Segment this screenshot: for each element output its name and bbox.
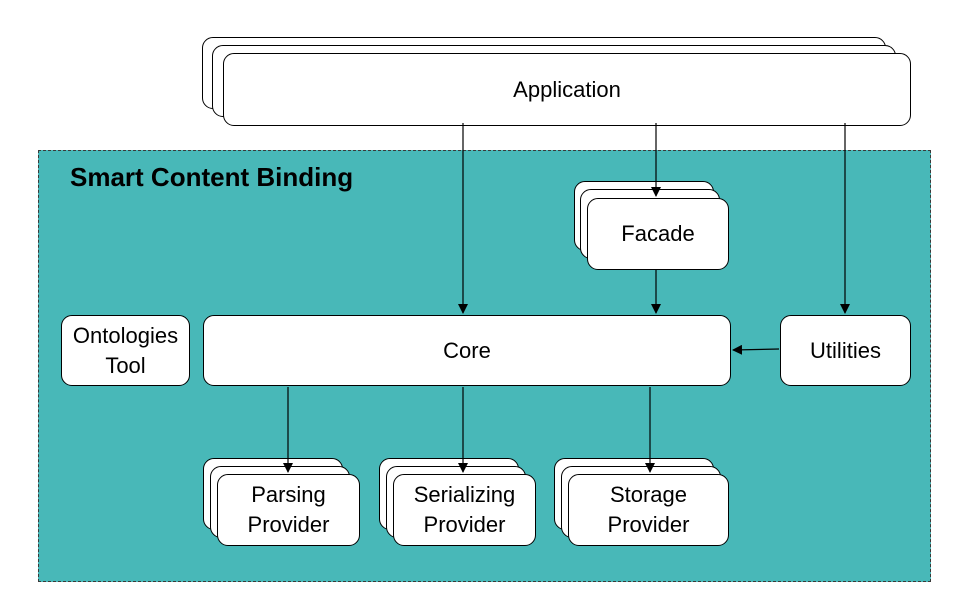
- core-node: [203, 315, 731, 386]
- application-node: [223, 53, 911, 126]
- core-label: Core: [443, 337, 491, 363]
- parsing-provider-node: [217, 474, 360, 546]
- ontologies-tool-label: Ontologies Tool: [72, 322, 179, 378]
- storage-provider-label: Storage Provider: [607, 482, 690, 537]
- serializing-provider-node: [393, 474, 536, 546]
- ontologies-tool-node: [61, 315, 190, 386]
- edge-utilities-core: [732, 344, 780, 355]
- utilities-label: Utilities: [810, 337, 881, 363]
- storage-provider-node: [568, 474, 729, 546]
- facade-label: Facade: [621, 221, 695, 246]
- group-title: Smart Content Binding: [70, 162, 354, 192]
- parsing-provider-label: Parsing Provider: [247, 482, 330, 537]
- facade-node: [587, 198, 729, 270]
- utilities-node: [780, 315, 911, 386]
- serializing-provider-label: Serializing Provider: [413, 482, 516, 537]
- application-label: Application: [513, 76, 621, 102]
